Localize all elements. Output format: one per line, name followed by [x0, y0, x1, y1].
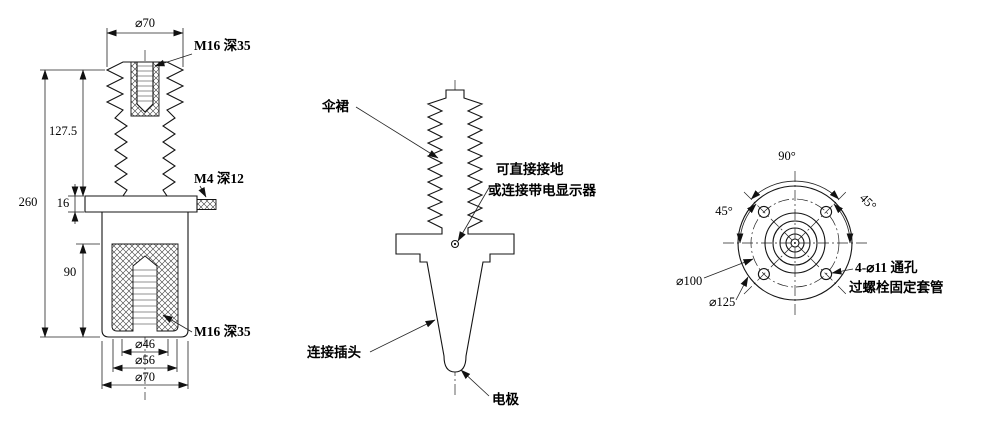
side-plug-section	[196, 199, 217, 210]
dim-d100-label: ⌀100	[676, 274, 702, 288]
top-thread-lines	[137, 65, 153, 102]
bottom-thread-lines	[133, 269, 157, 325]
dim-d125-label: ⌀125	[709, 295, 735, 309]
dim-top-diameter: ⌀70	[135, 16, 155, 30]
diagonal-135-line	[743, 191, 847, 295]
top-threaded-bore	[136, 61, 154, 113]
angle-45-left-label: 45°	[715, 204, 733, 218]
bushing-circle-3	[779, 227, 811, 259]
dim-90: 90	[64, 265, 77, 279]
dim-127-5: 127.5	[49, 124, 77, 138]
plug-label: 连接插头	[307, 344, 361, 360]
profile-view: 伞裙 可直接接地 或连接带电显示器 连接插头 电极	[307, 80, 596, 407]
dim-d70-bottom: ⌀70	[135, 370, 155, 384]
ground-label-line2: 或连接带电显示器	[488, 182, 596, 198]
left-view-dimension-lines	[40, 28, 207, 389]
flange-top-view: 90° 45° 45° ⌀100 ⌀125 4-⌀11 通孔 过螺栓固定套管	[676, 149, 944, 315]
ground-label-line1: 可直接接地	[496, 161, 564, 177]
bottom-insert-section	[111, 243, 179, 332]
thread-side-label: M4 深12	[194, 170, 244, 186]
shed-label: 伞裙	[321, 98, 349, 114]
bushing-circle-5	[790, 238, 800, 248]
section-view: ⌀70 M16 深35 127.5 260 16 M4 深12 90 M16 深…	[19, 16, 251, 400]
thread-top-label: M16 深35	[194, 37, 251, 53]
dim-d56: ⌀56	[135, 353, 155, 367]
bolt-hole-top-left	[757, 205, 770, 218]
bushing-circle-1	[764, 212, 826, 274]
angle-90-label: 90°	[778, 149, 796, 163]
holes-label: 4-⌀11 通孔	[855, 260, 918, 275]
ground-point-dot	[453, 242, 457, 246]
flange-dimension-lines	[703, 180, 854, 301]
bolt-hole-bottom-left	[757, 268, 770, 281]
thread-bottom-label: M16 深35	[194, 323, 251, 339]
angle-45-right-label: 45°	[857, 191, 879, 213]
dim-d46: ⌀46	[135, 337, 155, 351]
electrode-label: 电极	[492, 391, 520, 407]
bushing-circle-2	[772, 220, 818, 266]
bolt-hole-top-right	[820, 205, 833, 218]
dim-260: 260	[19, 195, 38, 209]
bushing-circle-4	[785, 233, 805, 253]
dim-16: 16	[57, 196, 70, 210]
bushing-label: 过螺栓固定套管	[849, 279, 944, 295]
insulator-profile	[395, 89, 515, 373]
flange-section	[84, 195, 198, 213]
profile-leader-lines	[355, 106, 491, 397]
